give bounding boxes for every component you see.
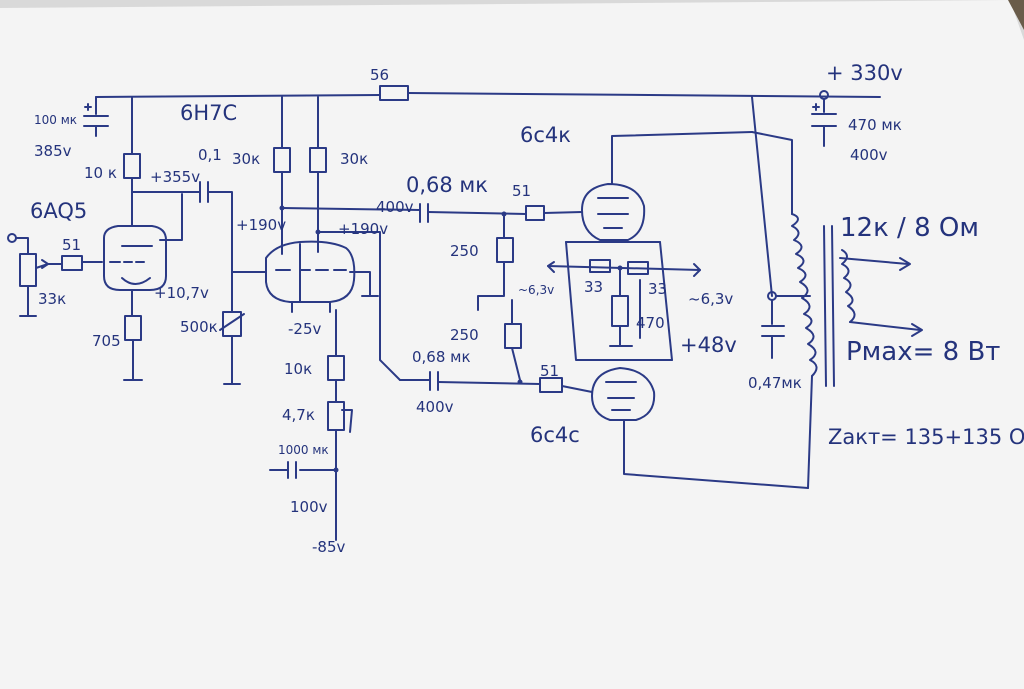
- label-c1000-value: 1000 мк: [278, 443, 329, 457]
- label-v107: +10,7v: [154, 284, 209, 302]
- label-vm85: -85v: [312, 538, 345, 556]
- tube-6c4k-top: [581, 131, 753, 241]
- label-c047: 0,47мк: [748, 374, 802, 392]
- label-v400-bottom: 400v: [416, 398, 454, 416]
- label-c068-top: 0,68 мк: [406, 173, 488, 197]
- cap-0-1: [131, 181, 233, 273]
- label-tube-6c4k-top: 6с4к: [520, 123, 571, 147]
- label-vm25: -25v: [288, 320, 321, 338]
- label-v48: +48v: [680, 333, 737, 357]
- label-c470-voltage: 400v: [850, 146, 888, 164]
- link-190: [279, 205, 421, 381]
- label-r51-in: 51: [62, 236, 81, 254]
- resistor-30k-b: [309, 96, 327, 253]
- label-r47k: 4,7к: [282, 406, 315, 424]
- label-r250-top: 250: [450, 242, 479, 260]
- label-c470-value: 470 мк: [848, 116, 902, 134]
- resistor-51-bot: [539, 377, 593, 393]
- label-r33-left: 33: [584, 278, 603, 296]
- label-v400-top: 400v: [376, 198, 414, 216]
- label-transformer-ratio: 12к / 8 Ом: [840, 213, 979, 243]
- resistor-250-bot: [504, 299, 522, 381]
- tube-6c4k-bottom: [591, 367, 809, 489]
- label-tube-6c4k-bottom: 6с4с: [530, 423, 580, 447]
- cap-068-bot: [399, 371, 541, 391]
- label-tube-6n7c: 6Н7С: [180, 101, 237, 125]
- label-r705: 705: [92, 332, 121, 350]
- tube-6n7c: [265, 240, 379, 313]
- label-r33-right: 33: [648, 280, 667, 298]
- resistor-705: [123, 315, 143, 381]
- label-c100-voltage: 385v: [34, 142, 72, 160]
- resistor-51-in: [61, 255, 103, 271]
- label-r30k-b: 30к: [340, 150, 368, 168]
- label-v190-a: +190v: [236, 216, 286, 234]
- resistor-51-top: [525, 205, 583, 221]
- cathode-chain: [269, 309, 353, 541]
- supply-terminal: [811, 90, 837, 147]
- label-c1000-voltage: 100v: [290, 498, 328, 516]
- label-r51-top: 51: [512, 182, 531, 200]
- resistor-500k: [219, 271, 267, 385]
- label-c01: 0,1: [198, 146, 222, 164]
- label-r51-bottom: 51: [540, 362, 559, 380]
- label-v355: +355v: [150, 168, 200, 186]
- label-r250-bottom: 250: [450, 326, 479, 344]
- tube-6aq5: [103, 177, 183, 317]
- heater-and-bias: [547, 241, 701, 361]
- label-r500k: 500к: [180, 318, 218, 336]
- label-r56: 56: [370, 66, 389, 84]
- b-plus-rail: [95, 92, 881, 98]
- cap-100uf: [83, 96, 109, 137]
- label-r10k-top: 10 к: [84, 164, 117, 182]
- label-zakt: Zакт= 135+135 Ом: [828, 425, 1024, 449]
- label-tube-6aq5: 6AQ5: [30, 199, 87, 223]
- label-b-plus: + 330v: [826, 61, 903, 85]
- label-c100-value: 100 мк: [34, 113, 77, 127]
- resistor-30k-a: [273, 96, 291, 255]
- label-pmax: Pмах= 8 Вт: [846, 337, 1000, 367]
- label-ac63-left: ~6,3v: [518, 283, 554, 297]
- label-ac63-right: ~6,3v: [688, 290, 733, 308]
- label-v190-b: +190v: [338, 220, 388, 238]
- label-r30k-a: 30к: [232, 150, 260, 168]
- resistor-250-top: [477, 213, 514, 311]
- resistor-10k-top: [123, 96, 141, 179]
- paper-corner-shadow: [1008, 0, 1024, 30]
- output-transformer: [751, 96, 923, 489]
- label-r470: 470: [636, 314, 665, 332]
- resistor-56: [379, 85, 409, 101]
- label-c068-bottom: 0,68 мк: [412, 348, 471, 366]
- label-r33k: 33к: [38, 290, 66, 308]
- input-jack: [7, 233, 63, 317]
- label-r10k-bottom: 10к: [284, 360, 312, 378]
